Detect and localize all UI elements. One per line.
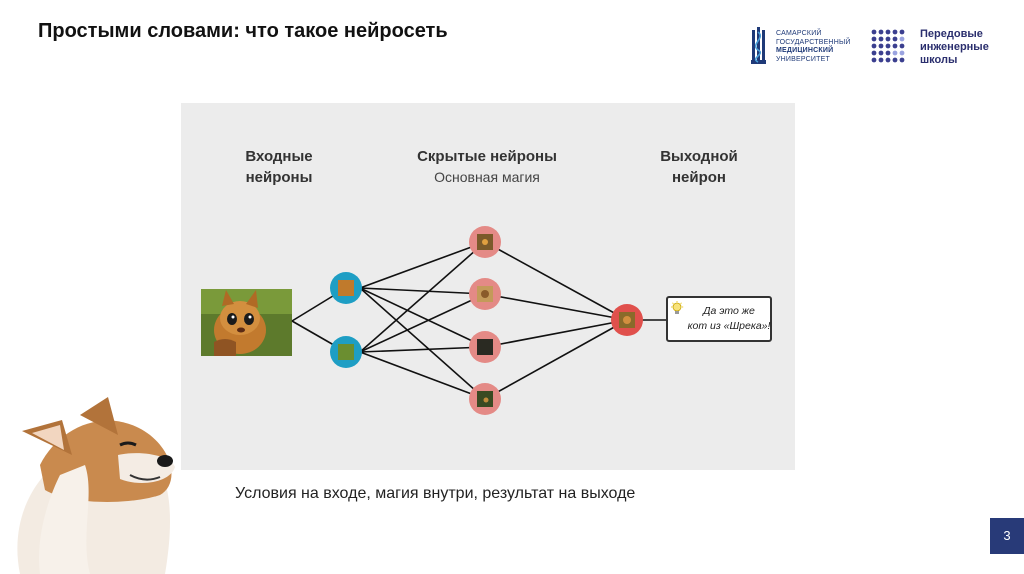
input-header-line-1: Входные — [245, 148, 313, 165]
input-neuron — [330, 336, 362, 368]
samsmu-line-1: САМАРСКИЙ — [776, 30, 822, 37]
slide-number: 3 — [990, 518, 1024, 554]
samsmu-line-2: ГОСУДАРСТВЕННЫЙ — [776, 38, 851, 46]
samsmu-logo-text: САМАРСКИЙ ГОСУДАРСТВЕННЫЙ МЕДИЦИНСКИЙ УН… — [776, 30, 851, 64]
hidden-neuron — [469, 226, 501, 258]
output-neuron-header: Выходной нейрон — [639, 146, 759, 188]
output-header-line-1: Выходной — [660, 148, 738, 165]
input-neurons-header: Входные нейроны — [229, 146, 329, 188]
corgi-dog-image — [17, 397, 175, 574]
hidden-neuron — [469, 383, 501, 415]
pis-logo-text: Передовые инженерные школы — [920, 28, 989, 67]
output-neuron — [611, 304, 643, 336]
hidden-neuron — [469, 278, 501, 310]
edges — [291, 241, 666, 400]
samsmu-line-4: УНИВЕРСИТЕТ — [776, 55, 830, 63]
pis-line-1: Передовые — [920, 28, 983, 40]
hidden-subheader: Основная магия — [434, 169, 540, 185]
output-result-bubble: Да это же кот из «Шрека»! — [666, 296, 772, 342]
samsmu-logo-icon — [751, 27, 766, 64]
pis-line-3: школы — [920, 54, 958, 66]
samsmu-line-3: МЕДИЦИНСКИЙ — [776, 47, 834, 54]
hidden-neurons-header: Скрытые нейроны Основная магия — [407, 146, 567, 187]
page-title: Простыми словами: что такое нейросеть — [38, 20, 448, 42]
output-text-line-1: Да это же — [703, 305, 755, 317]
slide-caption: Условия на входе, магия внутри, результа… — [235, 485, 636, 502]
pis-logo-dots-icon — [871, 29, 905, 63]
output-result-text: Да это же кот из «Шрека»! — [686, 304, 772, 334]
input-cat-image — [201, 289, 292, 356]
pis-line-2: инженерные — [920, 41, 989, 53]
lightbulb-icon — [671, 301, 684, 314]
input-header-line-2: нейроны — [245, 169, 313, 186]
input-neuron — [330, 272, 362, 304]
output-header-line-2: нейрон — [671, 169, 726, 186]
hidden-header: Скрытые нейроны — [417, 148, 557, 165]
output-text-line-2: кот из «Шрека»! — [687, 320, 771, 332]
hidden-neuron — [469, 331, 501, 363]
